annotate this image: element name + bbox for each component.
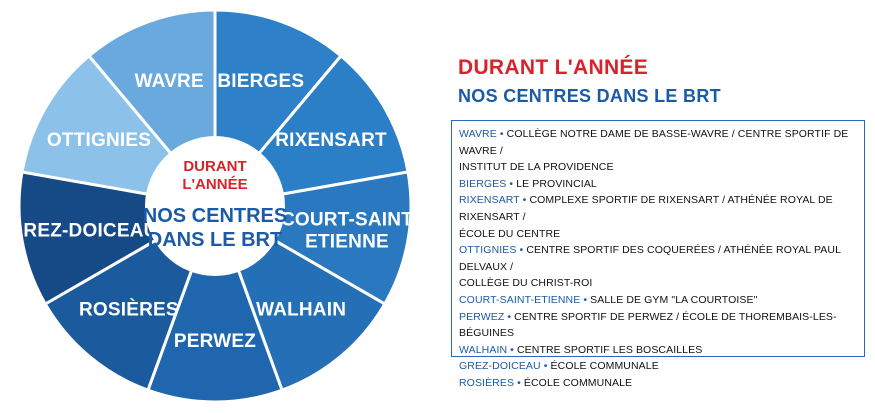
list-item: ÉCOLE DU CENTRE xyxy=(459,226,858,243)
wheel-segment-label: WAVRE xyxy=(135,71,204,92)
list-item-separator: • xyxy=(504,310,515,323)
list-item-text: SALLE DE GYM "LA COURTOISE" xyxy=(590,293,758,306)
list-item: RIXENSART • COMPLEXE SPORTIF DE RIXENSAR… xyxy=(459,192,858,225)
list-item-separator: • xyxy=(514,376,524,389)
wheel-segment-label: GREZ-DOICEAU xyxy=(8,220,157,241)
wheel-segment-label: BIERGES xyxy=(217,71,304,92)
list-item-separator: • xyxy=(506,177,517,190)
list-item-place: COURT-SAINT-ETIENNE xyxy=(459,293,581,306)
list-item-separator: • xyxy=(507,343,517,356)
list-item-text: COLLÈGE NOTRE DAME DE BASSE-WAVRE / CENT… xyxy=(459,128,849,157)
heading-subtitle: NOS CENTRES DANS LE BRT xyxy=(458,86,721,106)
wheel-segment-label: WALHAIN xyxy=(256,300,346,321)
list-item-text: ÉCOLE COMMUNALE xyxy=(523,376,633,389)
list-item-text: INSTITUT DE LA PROVIDENCE xyxy=(459,161,614,174)
list-item-place: WALHAIN xyxy=(459,343,508,356)
list-item-separator: • xyxy=(540,360,551,373)
list-item-text: ÉCOLE DU CENTRE xyxy=(459,227,561,240)
list-item: INSTITUT DE LA PROVIDENCE xyxy=(459,159,858,176)
list-item-separator: • xyxy=(519,194,530,207)
list-item: COLLÈGE DU CHRIST-ROI xyxy=(459,275,858,292)
heading-title: DURANT L'ANNÉE xyxy=(458,56,649,79)
wheel-segment-label: ROSIÈRES xyxy=(79,299,179,321)
list-item-text: COMPLEXE SPORTIF DE RIXENSART / ATHÉNÉE … xyxy=(459,194,833,223)
list-item-place: ROSIÈRES xyxy=(459,376,515,389)
list-item: PERWEZ • CENTRE SPORTIF DE PERWEZ / ÉCOL… xyxy=(459,309,858,342)
list-item-text: CENTRE SPORTIF DE PERWEZ / ÉCOLE DE THOR… xyxy=(459,310,837,340)
wheel-segment-perwez xyxy=(146,201,284,404)
list-item-separator: • xyxy=(580,293,591,306)
wheel-segment-label: PERWEZ xyxy=(174,331,256,352)
list-item-place: BIERGES xyxy=(459,177,507,190)
list-item-text: CENTRE SPORTIF DES COQUERÉES / ATHÉNÉE R… xyxy=(459,244,841,273)
centres-list: WAVRE • COLLÈGE NOTRE DAME DE BASSE-WAVR… xyxy=(451,120,865,389)
list-item: OTTIGNIES • CENTRE SPORTIF DES COQUERÉES… xyxy=(459,242,858,275)
list-item: WAVRE • COLLÈGE NOTRE DAME DE BASSE-WAVR… xyxy=(459,126,858,159)
list-item-text: COLLÈGE DU CHRIST-ROI xyxy=(459,277,593,290)
list-item-place: PERWEZ xyxy=(459,310,505,323)
list-item: COURT-SAINT-ETIENNE • SALLE DE GYM "LA C… xyxy=(459,292,858,309)
wheel-segment-label: OTTIGNIES xyxy=(47,130,151,151)
list-item-text: ÉCOLE COMMUNALE xyxy=(550,360,659,373)
list-item: ROSIÈRES • ÉCOLE COMMUNALE xyxy=(459,375,858,392)
wheel-center xyxy=(145,136,285,276)
list-item-text: LE PROVINCIAL xyxy=(516,177,597,190)
list-item: BIERGES • LE PROVINCIAL xyxy=(459,176,858,193)
list-item-place: RIXENSART xyxy=(459,194,520,207)
list-item-separator: • xyxy=(516,244,527,257)
list-item-place: WAVRE xyxy=(459,128,497,140)
list-item: GREZ-DOICEAU • ÉCOLE COMMUNALE xyxy=(459,358,858,375)
wheel-segment-label: RIXENSART xyxy=(275,130,387,151)
list-item-text: CENTRE SPORTIF LES BOSCAILLES xyxy=(516,343,703,356)
list-item-place: OTTIGNIES xyxy=(459,244,517,257)
list-item-separator: • xyxy=(496,128,507,140)
list-item: WALHAIN • CENTRE SPORTIF LES BOSCAILLES xyxy=(459,342,858,359)
list-item-place: GREZ-DOICEAU xyxy=(459,360,541,373)
